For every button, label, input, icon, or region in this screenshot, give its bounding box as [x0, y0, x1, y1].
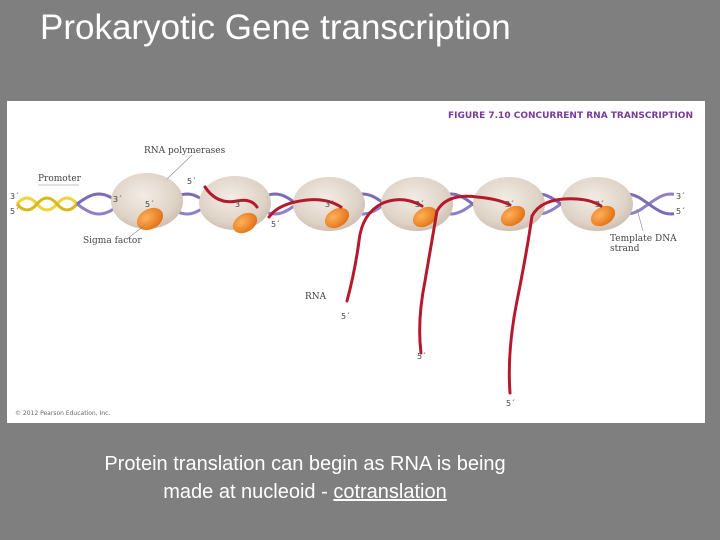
slide-caption: Protein translation can begin as RNA is … — [40, 450, 570, 506]
promoter-helix — [15, 196, 79, 212]
rna-strand-1 — [203, 185, 259, 209]
label-sigma-factor: Sigma factor — [83, 236, 142, 246]
slide-title: Prokaryotic Gene transcription — [40, 8, 511, 47]
end-mark: 3´ — [415, 199, 424, 209]
rna-polymerase-3 — [293, 177, 365, 231]
end-mark: 3´ — [113, 194, 122, 204]
rna-strand-3 — [345, 198, 424, 303]
label-rna-polymerases: RNA polymerases — [144, 146, 226, 156]
end-5prime-left: 5´ — [10, 206, 19, 216]
caption-line-2-prefix: made at nucleoid - — [163, 481, 334, 503]
end-mark: 5´ — [341, 311, 350, 321]
end-3prime-left: 3´ — [10, 191, 19, 201]
figure-copyright: © 2012 Pearson Education, Inc. — [15, 410, 110, 417]
figure-heading: FIGURE 7.10 CONCURRENT RNA TRANSCRIPTION — [448, 111, 693, 121]
rna-strand-4 — [418, 194, 512, 355]
caption-line-1: Protein translation can begin as RNA is … — [104, 453, 506, 475]
end-mark: 5´ — [271, 219, 280, 229]
rna-strand-5 — [507, 197, 603, 395]
caption-line-2: made at nucleoid - cotranslation — [40, 478, 570, 506]
end-5prime-right: 5´ — [676, 206, 685, 216]
transcription-diagram: FIGURE 7.10 CONCURRENT RNA TRANSCRIPTION — [10, 111, 693, 417]
end-mark: 3´ — [325, 199, 334, 209]
end-mark: 5´ — [145, 199, 154, 209]
rna-polymerase-2 — [199, 176, 271, 234]
label-rna: RNA — [305, 292, 327, 302]
caption-cotranslation-term: cotranslation — [333, 481, 447, 503]
end-mark: 3´ — [595, 199, 604, 209]
label-promoter: Promoter — [38, 174, 82, 184]
end-mark: 5´ — [417, 351, 426, 361]
rna-strand-2 — [267, 198, 343, 219]
label-template-line1: Template DNA — [610, 234, 677, 244]
end-mark: 3´ — [235, 199, 244, 209]
end-3prime-right: 3´ — [676, 191, 685, 201]
end-mark: 5´ — [506, 398, 515, 408]
end-mark: 5´ — [187, 176, 196, 186]
figure-panel: FIGURE 7.10 CONCURRENT RNA TRANSCRIPTION — [7, 101, 705, 423]
rna-polymerase-1 — [111, 173, 183, 231]
end-mark: 3´ — [505, 199, 514, 209]
label-template-line2: strand — [610, 244, 640, 254]
